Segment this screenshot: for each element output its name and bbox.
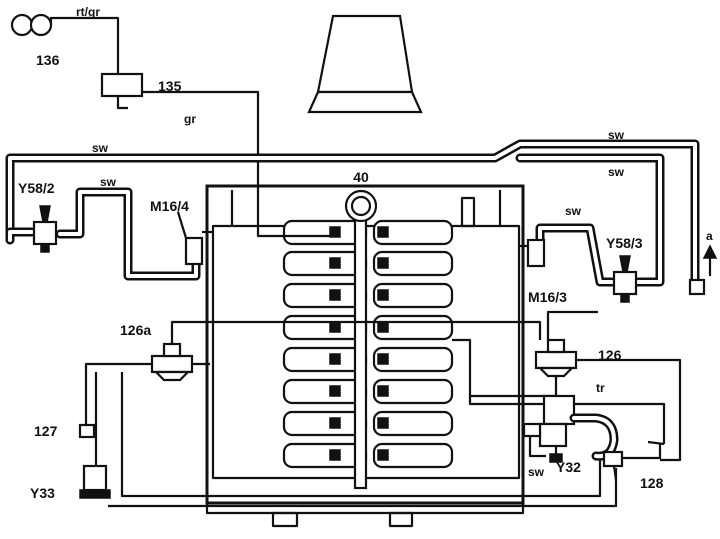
component-y33 <box>79 464 111 499</box>
actuator-m164 <box>176 211 214 266</box>
label-rtgr: rt/gr <box>76 5 100 19</box>
hose-sw-top <box>5 139 700 293</box>
intake-runners <box>282 219 454 469</box>
label-y32: Y32 <box>556 459 581 475</box>
component-40 <box>344 189 378 223</box>
component-y32 <box>522 394 619 463</box>
label-m163: M16/3 <box>528 289 567 305</box>
labels: 136 135 rt/gr gr 40 sw sw sw sw sw Y58/2… <box>18 5 713 501</box>
component-135 <box>100 72 144 98</box>
hose-sw-left <box>55 187 201 281</box>
valve-y582 <box>32 205 58 253</box>
hose-sw-y583 <box>535 223 617 287</box>
label-127: 127 <box>34 423 58 439</box>
label-128: 128 <box>640 475 664 491</box>
label-tr: tr <box>596 381 605 395</box>
valve-y583 <box>612 255 638 303</box>
label-a: a <box>706 229 713 243</box>
label-y583: Y58/3 <box>606 235 643 251</box>
label-sw-top-right: sw <box>608 128 625 142</box>
label-126: 126 <box>598 347 622 363</box>
label-y582: Y58/2 <box>18 180 55 196</box>
component-126 <box>534 338 578 378</box>
lines-126a <box>84 320 618 508</box>
label-y33: Y33 <box>30 485 55 501</box>
label-136: 136 <box>36 52 60 68</box>
label-40: 40 <box>353 169 369 185</box>
label-m164: M16/4 <box>150 198 189 214</box>
hose-sw-right <box>515 153 665 287</box>
component-126a <box>150 342 194 382</box>
component-128 <box>602 440 665 481</box>
actuator-m163 <box>518 238 546 268</box>
air-cleaner <box>307 14 423 114</box>
component-127 <box>78 423 96 439</box>
label-gr: gr <box>184 112 196 126</box>
label-sw-right: sw <box>608 165 625 179</box>
component-136 <box>10 13 53 37</box>
label-sw-y583: sw <box>565 204 582 218</box>
wire-rtgr <box>49 16 336 238</box>
center-shaft <box>353 216 368 490</box>
label-sw-top-left: sw <box>92 141 109 155</box>
label-sw-left-loop: sw <box>100 175 117 189</box>
label-sw-bottom: sw <box>528 465 545 479</box>
label-135: 135 <box>158 78 182 94</box>
port-a <box>688 244 718 296</box>
hose-sw-bottom <box>528 436 546 458</box>
label-126a: 126a <box>120 322 151 338</box>
